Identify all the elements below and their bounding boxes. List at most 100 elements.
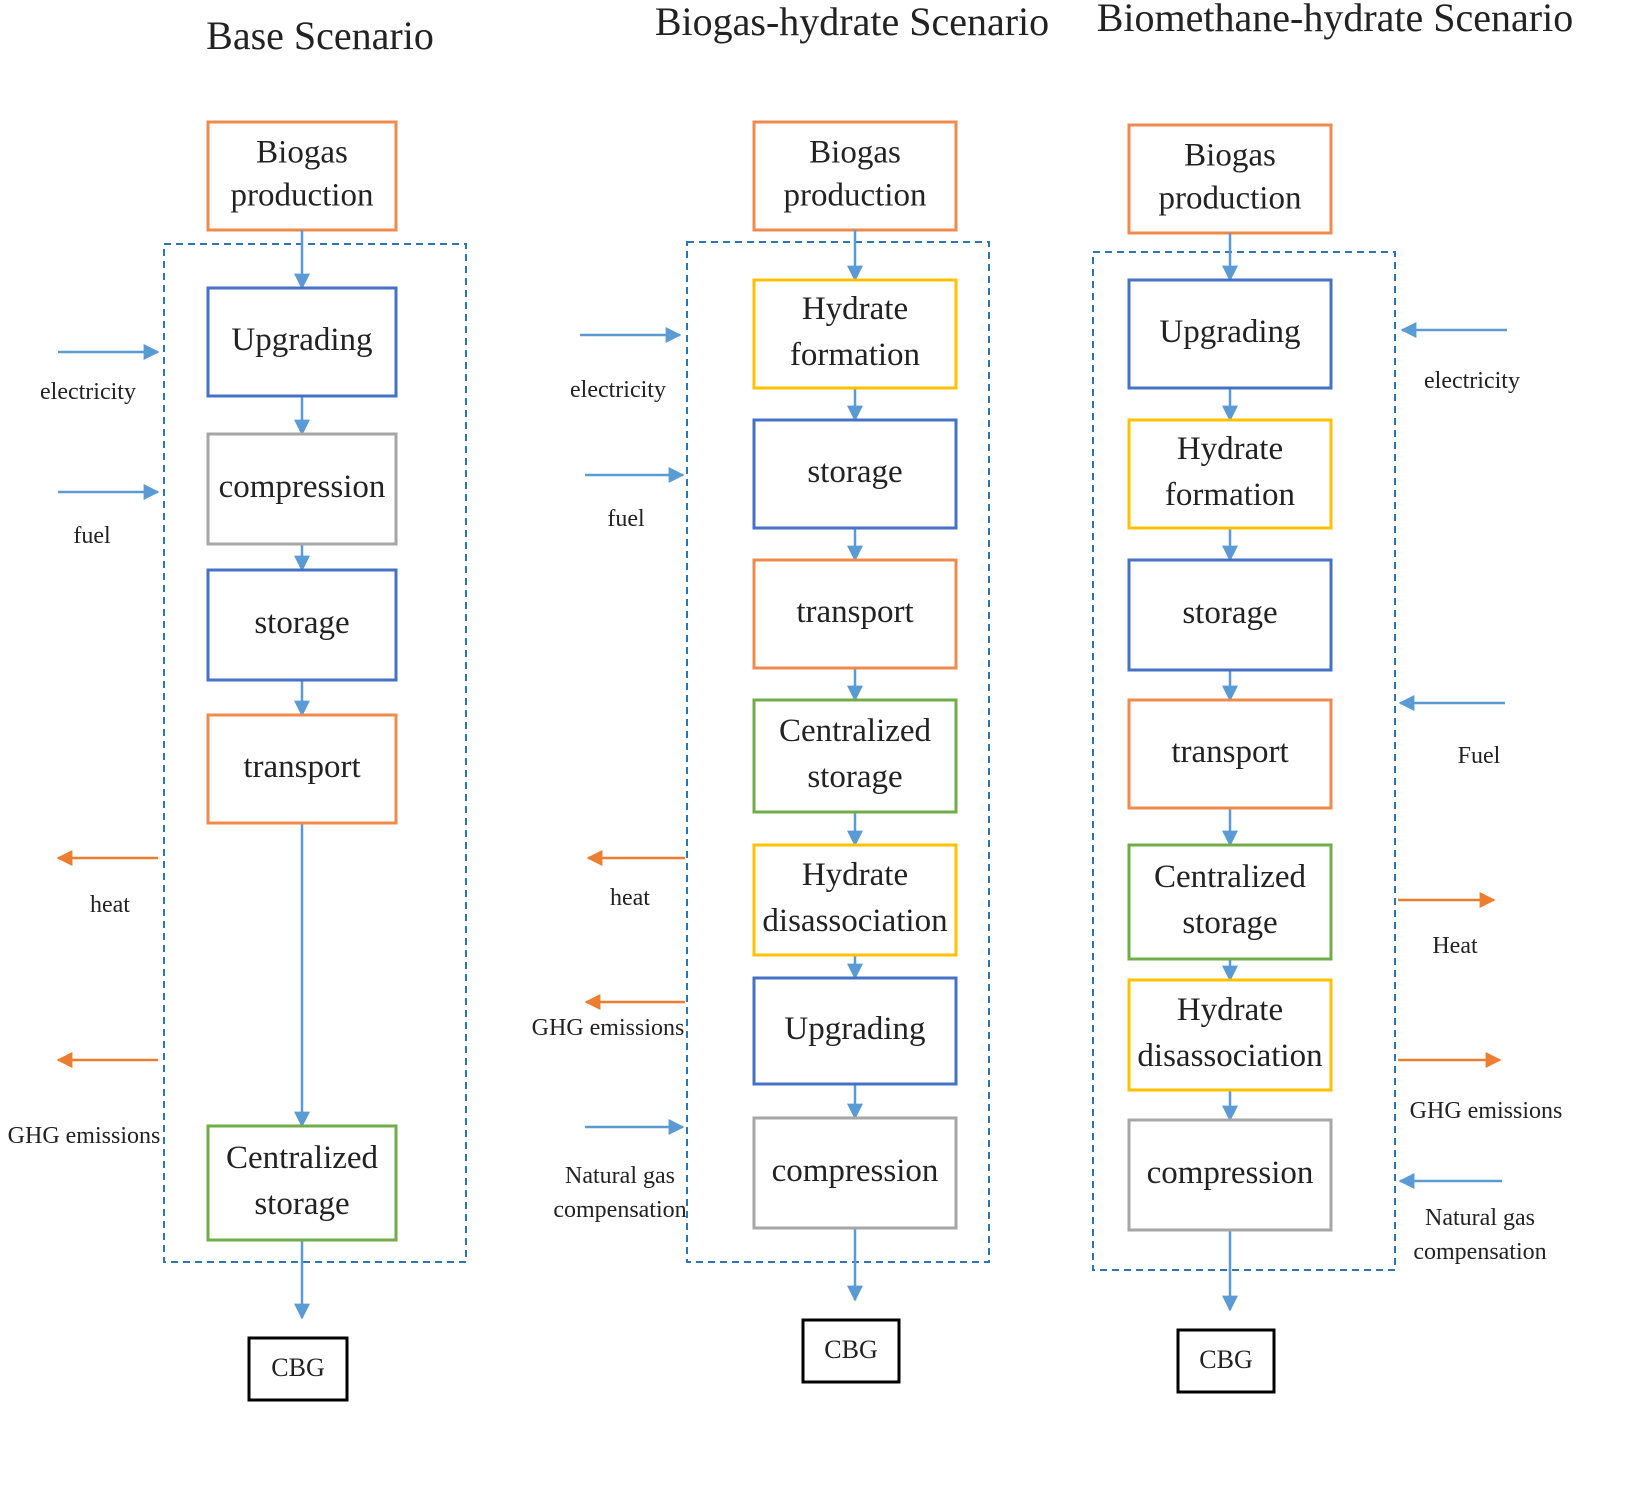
heat-label-line: Heat	[1432, 933, 1478, 959]
scenario-title: Biogas-hydrate Scenario	[655, 0, 1049, 44]
centralized-storage-box	[1127, 843, 1333, 961]
ghg-emissions-label: GHG emissions	[8, 1123, 161, 1149]
natural-gas-compensation-label: Natural gas compensation	[553, 1163, 686, 1223]
fuel-label: Fuel	[1458, 743, 1501, 769]
hydrate-disassociation-label-line: disassociation	[1137, 1038, 1322, 1074]
hydrate-disassociation-box	[752, 843, 958, 957]
cbg-product-box	[1176, 1328, 1276, 1394]
compression-label-line: compression	[219, 469, 386, 505]
compression-box	[206, 432, 398, 546]
heat-label: heat	[610, 885, 650, 911]
biogas-production-label-line: Biogas	[809, 134, 901, 170]
storage-label: storage	[807, 454, 902, 490]
heat-label-line: heat	[90, 892, 130, 918]
compression-label: compression	[219, 469, 386, 505]
upgrading-label: Upgrading	[231, 322, 372, 358]
biogas-production-label: Biogas production	[231, 134, 374, 213]
fuel-label-line: fuel	[607, 506, 645, 532]
centralized-storage-box	[206, 1124, 398, 1242]
system-boundary	[1092, 251, 1396, 1271]
biogas-production-box	[1127, 123, 1333, 235]
upgrading-label: Upgrading	[1159, 314, 1300, 350]
hydrate-formation-label-line: formation	[1165, 477, 1295, 513]
hydrate-formation-label: Hydrate formation	[790, 291, 920, 373]
upgrading-label: Upgrading	[784, 1011, 925, 1047]
compression-label: compression	[1147, 1155, 1314, 1191]
electricity-label-line: electricity	[40, 379, 136, 405]
transport-label-line: transport	[243, 749, 360, 785]
hydrate-disassociation-box	[1127, 978, 1333, 1092]
hydrate-disassociation-label-line: Hydrate	[1177, 992, 1283, 1028]
centralized-storage-label-line: Centralized	[1154, 859, 1307, 895]
biogas-production-label-line: production	[231, 177, 374, 213]
biogas-production-label-line: production	[1159, 180, 1302, 216]
transport-label: transport	[243, 749, 360, 785]
transport-box	[752, 558, 958, 670]
transport-box	[206, 713, 398, 825]
upgrading-label-line: Upgrading	[1159, 314, 1300, 350]
upgrading-box	[752, 976, 958, 1086]
electricity-label: electricity	[570, 377, 666, 403]
transport-label: transport	[796, 594, 913, 630]
system-boundary	[686, 241, 990, 1263]
biogas-production-label-line: production	[784, 177, 927, 213]
biogas-production-label-line: Biogas	[1184, 137, 1276, 173]
ghg-emissions-label: GHG emissions	[532, 1015, 685, 1041]
hydrate-formation-label-line: Hydrate	[1177, 431, 1283, 467]
transport-label: transport	[1171, 734, 1288, 770]
centralized-storage-label: Centralized storage	[779, 713, 932, 795]
hydrate-formation-label: Hydrate formation	[1165, 431, 1295, 513]
natural-gas-compensation-label-line: compensation	[1413, 1239, 1546, 1265]
transport-box	[1127, 698, 1333, 810]
scenario-title: Biomethane-hydrate Scenario	[1097, 0, 1573, 40]
storage-label-line: storage	[807, 454, 902, 490]
centralized-storage-label-line: Centralized	[779, 713, 932, 749]
hydrate-formation-box	[752, 278, 958, 390]
natural-gas-compensation-label-line: Natural gas	[565, 1163, 675, 1189]
compression-label-line: compression	[772, 1153, 939, 1189]
electricity-label: electricity	[40, 379, 136, 405]
transport-label-line: transport	[1171, 734, 1288, 770]
heat-label: Heat	[1432, 933, 1478, 959]
natural-gas-compensation-label-line: compensation	[553, 1197, 686, 1223]
storage-label-line: storage	[1182, 595, 1277, 631]
fuel-label-line: fuel	[73, 523, 111, 549]
biogas-production-label-line: Biogas	[256, 134, 348, 170]
hydrate-formation-box	[1127, 418, 1333, 530]
centralized-storage-label-line: storage	[254, 1186, 349, 1222]
heat-label-line: heat	[610, 885, 650, 911]
scenario-title: Base Scenario	[206, 13, 434, 58]
hydrate-formation-label-line: formation	[790, 337, 920, 373]
biogas-production-box	[752, 120, 958, 232]
ghg-emissions-label-line: GHG emissions	[8, 1123, 161, 1149]
electricity-label: electricity	[1424, 368, 1520, 394]
upgrading-label-line: Upgrading	[784, 1011, 925, 1047]
storage-box	[752, 418, 958, 530]
ghg-emissions-label: GHG emissions	[1410, 1098, 1563, 1124]
compression-box	[1127, 1118, 1333, 1232]
ghg-emissions-label-line: GHG emissions	[532, 1015, 685, 1041]
storage-label-line: storage	[254, 605, 349, 641]
electricity-label-line: electricity	[570, 377, 666, 403]
cbg-product-box	[247, 1336, 349, 1402]
storage-label: storage	[254, 605, 349, 641]
electricity-label-line: electricity	[1424, 368, 1520, 394]
centralized-storage-label-line: storage	[807, 759, 902, 795]
upgrading-label-line: Upgrading	[231, 322, 372, 358]
system-boundary	[163, 243, 467, 1263]
fuel-label: fuel	[73, 523, 111, 549]
cbg-label: CBG	[1199, 1345, 1252, 1374]
compression-label: compression	[772, 1153, 939, 1189]
upgrading-box	[206, 286, 398, 398]
centralized-storage-label: Centralized storage	[226, 1140, 379, 1222]
hydrate-disassociation-label-line: disassociation	[762, 903, 947, 939]
biogas-production-label: Biogas production	[784, 134, 927, 213]
centralized-storage-label-line: Centralized	[226, 1140, 379, 1176]
hydrate-formation-label-line: Hydrate	[802, 291, 908, 327]
hydrate-disassociation-label: Hydrate disassociation	[1137, 992, 1322, 1074]
